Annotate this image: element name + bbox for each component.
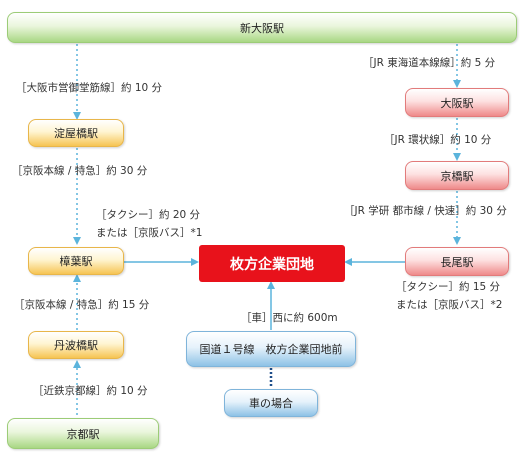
route-keihan-1: ［京阪本線 / 特急］約 30 分 (12, 165, 148, 177)
kuzuha-label: 樟葉駅 (59, 255, 93, 268)
nagao-label: 長尾駅 (440, 255, 474, 269)
tambabashi-label: 丹波橋駅 (54, 339, 98, 352)
destination-label: 枚方企業団地 (230, 256, 314, 273)
route-kanjo: ［JR 環状線］約 10 分 (384, 134, 492, 146)
kyobashi-station: 京橋駅 (405, 161, 509, 190)
yodoyabashi-label: 淀屋橋駅 (54, 127, 98, 140)
shin-osaka-station: 新大阪駅 (7, 12, 517, 43)
yodoyabashi-station: 淀屋橋駅 (28, 119, 124, 147)
route-taxi-1-line2: または［京阪バス］*1 (96, 227, 203, 239)
kuzuha-station: 樟葉駅 (28, 247, 124, 275)
car-box: 車の場合 (224, 389, 318, 417)
tambabashi-station: 丹波橋駅 (28, 331, 124, 359)
kyoto-label: 京都駅 (66, 427, 100, 441)
route-taxi-2-line1: ［タクシー］約 15 分 (396, 281, 501, 293)
osaka-label: 大阪駅 (440, 96, 474, 110)
nagao-station: 長尾駅 (405, 247, 509, 276)
shin-osaka-label: 新大阪駅 (240, 21, 284, 35)
route1-stop: 国道１号線 枚方企業団地前 (186, 331, 356, 367)
destination-box: 枚方企業団地 (199, 245, 345, 282)
kyoto-station: 京都駅 (7, 418, 159, 449)
route-gakken: ［JR 学研 都市線 / 快速］約 30 分 (344, 205, 507, 217)
route1-label: 国道１号線 枚方企業団地前 (199, 343, 343, 356)
route-car: ［車］西に約 600m (241, 312, 338, 324)
route-midosuji: ［大阪市営御堂筋線］約 10 分 (16, 82, 163, 94)
route-tokaido: ［JR 東海道本線線］約 5 分 (363, 57, 496, 69)
osaka-station: 大阪駅 (405, 88, 509, 117)
route-keihan-2: ［京阪本線 / 特急］約 15 分 (14, 299, 150, 311)
car-label: 車の場合 (249, 397, 293, 410)
route-kintetsu: ［近鉄京都線］約 10 分 (33, 385, 148, 397)
kyobashi-label: 京橋駅 (440, 169, 474, 183)
route-taxi-1-line1: ［タクシー］約 20 分 (96, 209, 201, 221)
route-taxi-2-line2: または［京阪バス］*2 (396, 299, 503, 311)
